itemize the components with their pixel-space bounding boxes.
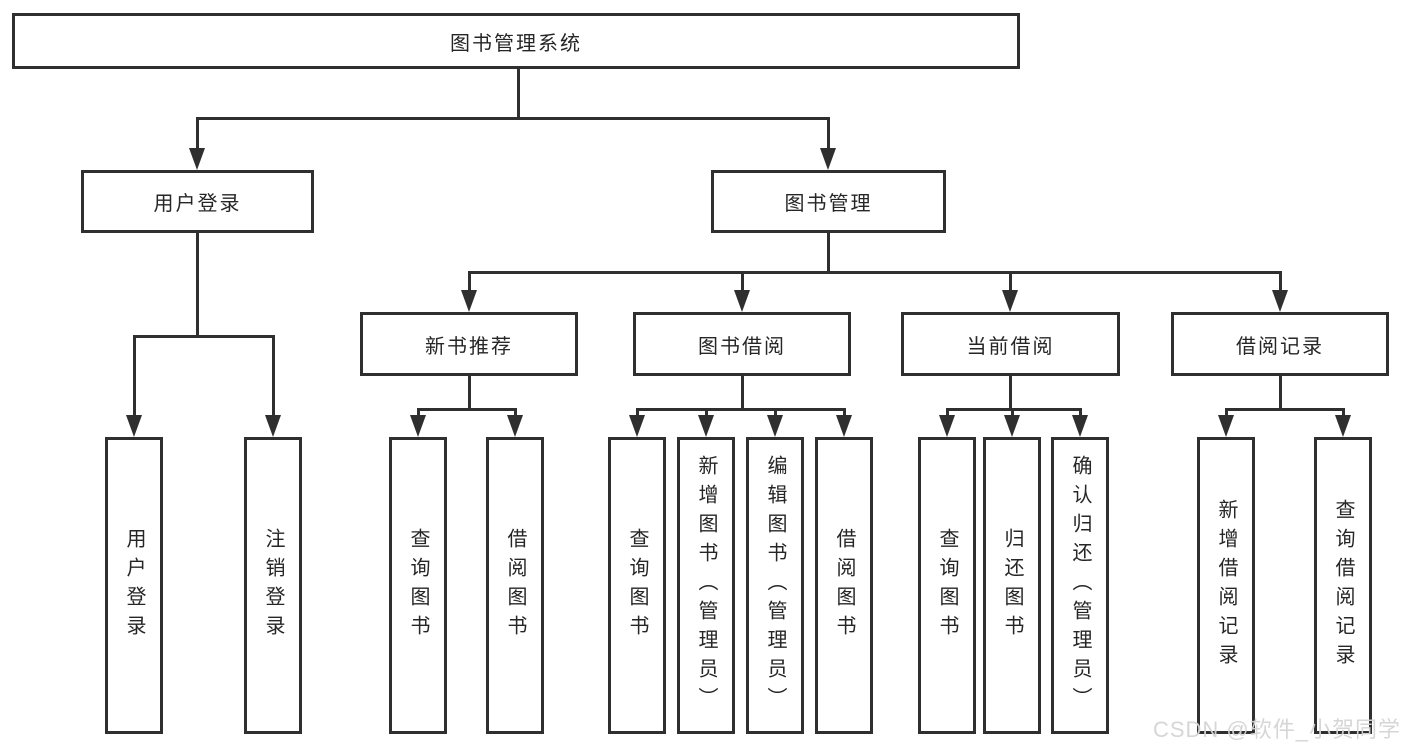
arrowhead-down-icon bbox=[507, 415, 523, 437]
node-root-system: 图书管理系统 bbox=[12, 13, 1020, 69]
connector-stem bbox=[1009, 376, 1012, 411]
arrowhead-down-icon bbox=[1002, 290, 1018, 312]
connector-bar bbox=[1225, 408, 1345, 411]
connector-bar bbox=[417, 408, 517, 411]
arrowhead-down-icon bbox=[410, 415, 426, 437]
arrow-shaft bbox=[133, 335, 136, 417]
connector-stem bbox=[196, 233, 199, 338]
connector-bar bbox=[636, 408, 846, 411]
leaf-return-books: 归还图书 bbox=[983, 437, 1041, 734]
leaf-add-borrow-record: 新增借阅记录 bbox=[1197, 437, 1255, 734]
node-user-login-branch: 用户登录 bbox=[81, 170, 314, 233]
connector-stem bbox=[517, 69, 520, 120]
arrowhead-down-icon bbox=[629, 415, 645, 437]
arrowhead-down-icon bbox=[189, 148, 205, 170]
arrowhead-down-icon bbox=[1072, 415, 1088, 437]
arrow-shaft bbox=[1342, 408, 1345, 417]
leaf-query-books-1: 查询图书 bbox=[389, 437, 447, 734]
leaf-borrow-books-1: 借阅图书 bbox=[486, 437, 544, 734]
node-label: 确认归还（管理员） bbox=[1069, 455, 1091, 716]
arrow-shaft bbox=[774, 408, 777, 417]
arrow-shaft bbox=[741, 271, 744, 292]
leaf-confirm-return-admin: 确认归还（管理员） bbox=[1051, 437, 1109, 734]
connector-bar bbox=[468, 271, 1282, 274]
leaf-borrow-books-2: 借阅图书 bbox=[815, 437, 873, 734]
node-book-borrowing: 图书借阅 bbox=[633, 312, 851, 376]
node-label: 借阅图书 bbox=[833, 527, 855, 644]
node-label: 借阅记录 bbox=[1236, 335, 1324, 358]
arrow-shaft bbox=[272, 335, 275, 417]
leaf-query-borrow-record: 查询借阅记录 bbox=[1314, 437, 1372, 734]
arrowhead-down-icon bbox=[1335, 415, 1351, 437]
arrow-shaft bbox=[417, 408, 420, 417]
leaf-user-login: 用户登录 bbox=[105, 437, 163, 734]
leaf-edit-books-admin: 编辑图书（管理员） bbox=[746, 437, 804, 734]
node-label: 新书推荐 bbox=[425, 335, 513, 358]
node-label: 用户登录 bbox=[123, 527, 145, 644]
connector-bar bbox=[196, 117, 830, 120]
arrow-shaft bbox=[1011, 408, 1014, 417]
connector-bar bbox=[946, 408, 1082, 411]
arrow-shaft bbox=[1225, 408, 1228, 417]
arrowhead-down-icon bbox=[1218, 415, 1234, 437]
arrowhead-down-icon bbox=[939, 415, 955, 437]
arrowhead-down-icon bbox=[734, 290, 750, 312]
arrow-shaft bbox=[827, 117, 830, 150]
node-label: 编辑图书（管理员） bbox=[764, 455, 786, 716]
leaf-logout: 注销登录 bbox=[244, 437, 302, 734]
arrowhead-down-icon bbox=[461, 290, 477, 312]
arrow-shaft bbox=[1079, 408, 1082, 417]
node-label: 图书借阅 bbox=[698, 335, 786, 358]
arrow-shaft bbox=[705, 408, 708, 417]
connector-stem bbox=[741, 376, 744, 411]
connector-bar bbox=[133, 335, 275, 338]
node-label: 查询图书 bbox=[936, 527, 958, 644]
arrow-shaft bbox=[1009, 271, 1012, 292]
leaf-add-books-admin: 新增图书（管理员） bbox=[677, 437, 735, 734]
arrow-shaft bbox=[843, 408, 846, 417]
arrowhead-down-icon bbox=[836, 415, 852, 437]
node-label: 查询图书 bbox=[626, 527, 648, 644]
arrow-shaft bbox=[468, 271, 471, 292]
arrow-shaft bbox=[1279, 271, 1282, 292]
node-label: 查询借阅记录 bbox=[1332, 498, 1354, 673]
leaf-query-books-3: 查询图书 bbox=[918, 437, 976, 734]
node-label: 当前借阅 bbox=[966, 335, 1055, 358]
arrowhead-down-icon bbox=[820, 148, 836, 170]
node-label: 借阅图书 bbox=[504, 527, 526, 644]
arrow-shaft bbox=[514, 408, 517, 417]
node-label: 新增借阅记录 bbox=[1215, 498, 1237, 673]
arrowhead-down-icon bbox=[126, 415, 142, 437]
connector-stem bbox=[1279, 376, 1282, 411]
node-new-book-recommend: 新书推荐 bbox=[360, 312, 578, 376]
node-current-borrowing: 当前借阅 bbox=[901, 312, 1120, 376]
arrowhead-down-icon bbox=[265, 415, 281, 437]
node-label: 注销登录 bbox=[262, 527, 284, 644]
arrowhead-down-icon bbox=[767, 415, 783, 437]
node-label: 图书管理系统 bbox=[450, 32, 582, 55]
arrow-shaft bbox=[636, 408, 639, 417]
node-label: 用户登录 bbox=[153, 193, 242, 215]
arrowhead-down-icon bbox=[1272, 290, 1288, 312]
node-label: 新增图书（管理员） bbox=[695, 455, 717, 716]
node-label: 图书管理 bbox=[784, 193, 873, 215]
node-label: 归还图书 bbox=[1001, 527, 1023, 644]
node-book-management-branch: 图书管理 bbox=[711, 170, 946, 233]
connector-stem bbox=[827, 233, 830, 274]
arrowhead-down-icon bbox=[1004, 415, 1020, 437]
arrow-shaft bbox=[196, 117, 199, 150]
arrow-shaft bbox=[946, 408, 949, 417]
node-label: 查询图书 bbox=[407, 527, 429, 644]
leaf-query-books-2: 查询图书 bbox=[608, 437, 666, 734]
connector-stem bbox=[468, 376, 471, 411]
node-borrow-records: 借阅记录 bbox=[1171, 312, 1389, 376]
arrowhead-down-icon bbox=[698, 415, 714, 437]
